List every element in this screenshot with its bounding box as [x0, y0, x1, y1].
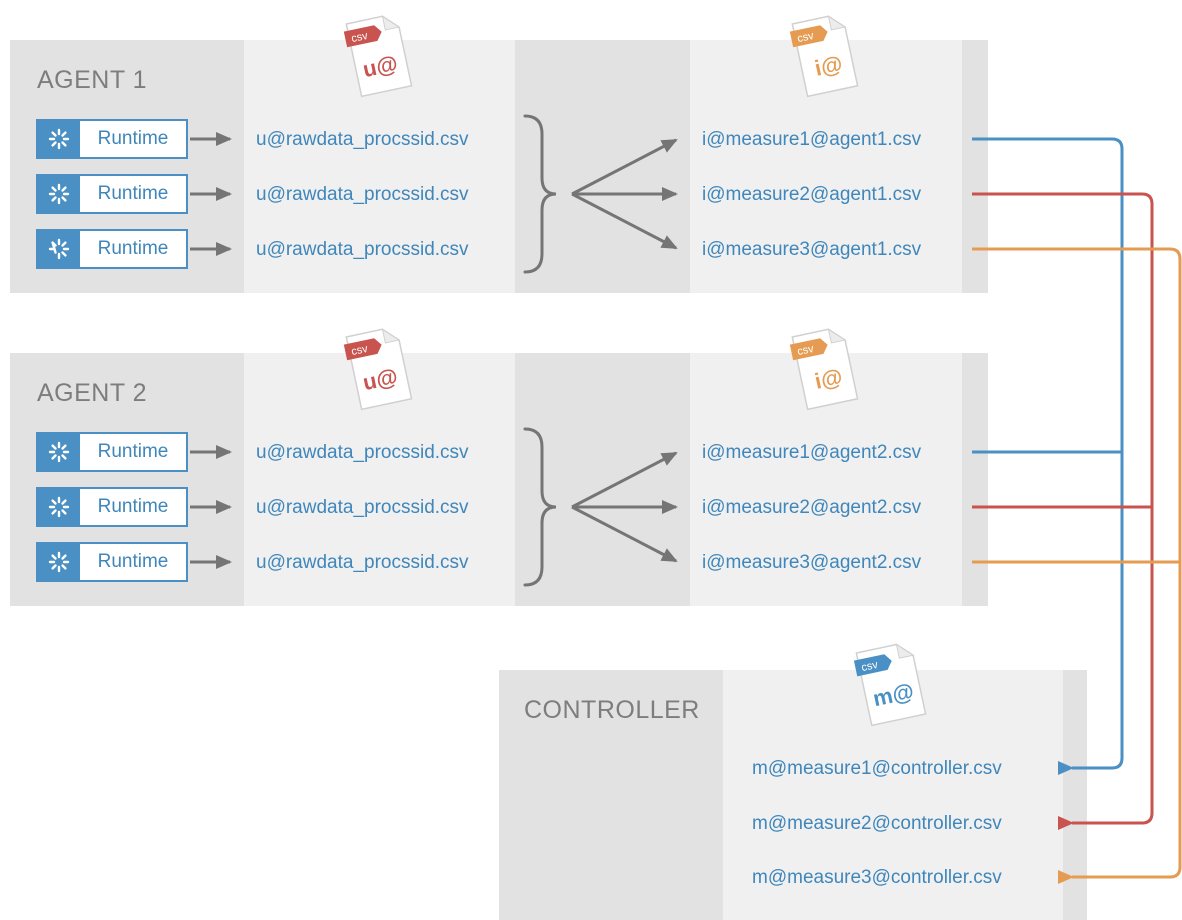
agent2-runtime-3[interactable]: Runtime — [36, 542, 188, 582]
runtime-label: Runtime — [97, 238, 169, 259]
agent2-runtime-2[interactable]: Runtime — [36, 487, 188, 527]
agent2-raw-file-3: u@rawdata_procssid.csv — [256, 552, 469, 573]
spinner-icon — [38, 121, 80, 157]
runtime-label: Runtime — [97, 128, 169, 149]
csv-prefix: i@ — [812, 364, 844, 394]
csv-tag: csv — [796, 343, 815, 358]
agent1-runtime-1[interactable]: Runtime — [36, 119, 188, 159]
csv-tag: csv — [860, 659, 879, 674]
agent1-raw-file-1: u@rawdata_procssid.csv — [256, 129, 469, 150]
controller-file-2: m@measure2@controller.csv — [752, 813, 1002, 834]
agent1-measure-file-2: i@measure2@agent1.csv — [702, 184, 922, 205]
spinner-icon — [38, 231, 80, 267]
agent1-runtime-2[interactable]: Runtime — [36, 174, 188, 214]
runtime-label: Runtime — [97, 183, 169, 204]
agent2-label: AGENT 2 — [37, 379, 148, 407]
agent2-measure-csv-document-icon: csv i@ — [789, 328, 859, 411]
agent2-raw-file-2: u@rawdata_procssid.csv — [256, 497, 469, 518]
csv-tag: csv — [350, 30, 369, 45]
agent2-runtime-1[interactable]: Runtime — [36, 432, 188, 472]
csv-prefix: i@ — [812, 51, 844, 81]
spinner-icon — [38, 434, 80, 470]
spinner-icon — [38, 176, 80, 212]
agent1-label: AGENT 1 — [37, 66, 148, 94]
agent1-raw-file-2: u@rawdata_procssid.csv — [256, 184, 469, 205]
controller-file-3: m@measure3@controller.csv — [752, 867, 1002, 888]
controller-file-1: m@measure1@controller.csv — [752, 758, 1002, 779]
csv-tag: csv — [350, 343, 369, 358]
runtime-label: Runtime — [97, 441, 169, 462]
agent1-measure-file-3: i@measure3@agent1.csv — [702, 239, 922, 260]
runtime-label: Runtime — [97, 496, 169, 517]
agent2-measure-file-1: i@measure1@agent2.csv — [702, 442, 922, 463]
agent2-raw-csv-document-icon: csv u@ — [343, 328, 413, 411]
agent1-measure-file-1: i@measure1@agent1.csv — [702, 129, 922, 150]
agent1-raw-file-3: u@rawdata_procssid.csv — [256, 239, 469, 260]
agent2-raw-file-1: u@rawdata_procssid.csv — [256, 442, 469, 463]
agent2-measure-file-2: i@measure2@agent2.csv — [702, 497, 922, 518]
spinner-icon — [38, 489, 80, 525]
agent1-measure-csv-document-icon: csv i@ — [789, 15, 859, 98]
spinner-icon — [38, 544, 80, 580]
agent1-runtime-3[interactable]: Runtime — [36, 229, 188, 269]
csv-tag: csv — [796, 30, 815, 45]
controller-csv-document-icon: csv m@ — [853, 643, 927, 726]
agent1-raw-csv-document-icon: csv u@ — [343, 15, 413, 98]
runtime-label: Runtime — [97, 551, 169, 572]
controller-label: CONTROLLER — [524, 696, 700, 724]
agent2-measure-file-3: i@measure3@agent2.csv — [702, 552, 922, 573]
